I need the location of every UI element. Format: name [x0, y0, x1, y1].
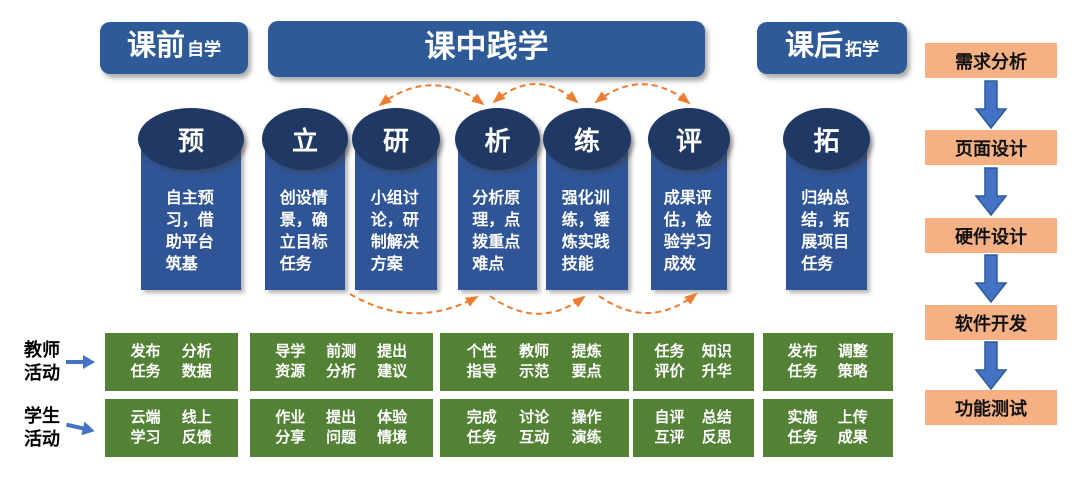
- teacher-box-ping: 任务评价 知识升华: [633, 333, 754, 391]
- activity-phrase: 提炼要点: [571, 342, 602, 380]
- header-in-class: 课中践学: [268, 21, 705, 77]
- activity-phrase: 导学资源: [275, 342, 306, 380]
- teacher-box-tuo: 发布任务 调整策略: [763, 333, 893, 391]
- pill-circle: 立: [262, 108, 348, 170]
- right-arrow-icon: [65, 355, 95, 369]
- student-box-xi-lian: 完成任务 讨论互动 操作演练: [440, 399, 629, 457]
- activity-phrase: 体验情境: [377, 408, 408, 446]
- pill-circle: 析: [455, 108, 540, 170]
- teacher-box-li-yan: 导学资源 前测分析 提出建议: [250, 333, 433, 391]
- student-activities-label: 学生活动: [24, 405, 60, 449]
- forward-arc-lian-ping: [598, 292, 698, 314]
- stage-pill-yan: 研 小组讨论，研制解决方案: [352, 108, 440, 290]
- stage-char: 预: [177, 125, 204, 156]
- activity-phrase: 线上反馈: [181, 408, 212, 446]
- student-box-tuo: 实施任务 上传成果: [763, 399, 893, 457]
- stage-pill-li: 立 创设情景，确立目标任务: [262, 108, 348, 290]
- activity-phrase: 任务评价: [654, 342, 685, 380]
- header-pre-class: 课前 自学: [100, 22, 248, 74]
- student-activities-label-group: 学生活动: [24, 399, 120, 457]
- activity-phrase: 云端学习: [130, 408, 161, 446]
- header-post-class: 课后 拓学: [757, 22, 907, 74]
- activity-phrase: 上传成果: [837, 408, 868, 446]
- teacher-activities-label: 教师活动: [24, 339, 60, 383]
- forward-arc-xi-lian: [489, 295, 586, 315]
- stage-char: 评: [675, 125, 702, 156]
- activity-phrase: 总结反思: [701, 408, 732, 446]
- flow-step-label: 硬件设计: [955, 226, 1027, 247]
- header-sub-text: 拓学: [845, 40, 879, 59]
- pill-circle: 研: [352, 108, 440, 170]
- down-arrow-icon: [974, 167, 1008, 217]
- activity-phrase: 发布任务: [130, 342, 161, 380]
- activity-phrase: 作业分享: [275, 408, 306, 446]
- activity-phrase: 教师示范: [519, 342, 550, 380]
- stage-pill-xi: 析 分析原理，点拨重点难点: [455, 108, 540, 290]
- down-arrow-icon: [974, 80, 1008, 130]
- flow-step-label: 功能测试: [955, 398, 1027, 419]
- feedback-arc-ping-lian: [594, 83, 691, 105]
- activity-phrase: 前测分析: [326, 342, 357, 380]
- down-arrow-icon: [974, 254, 1008, 304]
- teacher-box-xi-lian: 个性指导 教师示范 提炼要点: [440, 333, 629, 391]
- stage-desc: 归纳总结，拓展项目任务: [801, 190, 850, 274]
- flow-step-function-test: 功能测试: [925, 390, 1057, 425]
- stage-desc: 小组讨论，研制解决方案: [370, 190, 419, 274]
- feedback-arc-xi-yan: [378, 84, 485, 107]
- stage-pill-yu: 预 自主预习，借助平台筑基: [138, 108, 244, 290]
- stage-char: 练: [573, 125, 600, 156]
- flow-step-label: 页面设计: [955, 138, 1027, 159]
- stage-pill-lian: 练 强化训练，锤炼实践技能: [543, 108, 631, 290]
- activity-phrase: 完成任务: [466, 408, 497, 446]
- flow-step-hardware-design: 硬件设计: [925, 218, 1057, 253]
- stage-char: 拓: [813, 125, 840, 156]
- right-arrow-icon: [65, 421, 95, 436]
- stage-char: 研: [382, 125, 409, 156]
- stage-desc: 自主预习，借助平台筑基: [165, 190, 214, 274]
- feedback-arc-lian-xi: [492, 83, 579, 104]
- activity-phrase: 提出问题: [326, 408, 357, 446]
- flow-step-label: 需求分析: [955, 51, 1027, 72]
- stage-desc: 强化训练，锤炼实践技能: [561, 190, 610, 274]
- student-box-li-yan: 作业分享 提出问题 体验情境: [250, 399, 433, 457]
- stage-desc: 成果评估，检验学习成效: [663, 190, 712, 274]
- flow-step-requirements: 需求分析: [925, 43, 1057, 78]
- activity-phrase: 讨论互动: [519, 408, 550, 446]
- header-main-text: 课中践学: [424, 29, 549, 64]
- pill-circle: 拓: [783, 108, 870, 170]
- activity-phrase: 提出建议: [377, 342, 408, 380]
- activity-phrase: 自评互评: [654, 408, 685, 446]
- activity-phrase: 发布任务: [787, 342, 818, 380]
- activity-phrase: 个性指导: [466, 342, 497, 380]
- header-sub-text: 自学: [187, 40, 221, 59]
- student-box-ping: 自评互评 总结反思: [633, 399, 754, 457]
- teacher-box-pre: 发布任务 分析数据: [105, 333, 238, 391]
- stage-desc: 分析原理，点拨重点难点: [472, 190, 521, 274]
- pill-circle: 预: [138, 108, 244, 170]
- flow-step-software-dev: 软件开发: [925, 305, 1057, 340]
- teacher-activities-label-group: 教师活动: [24, 333, 120, 391]
- pill-circle: 评: [648, 108, 730, 170]
- down-arrow-icon: [974, 341, 1008, 391]
- stage-desc: 创设情景，确立目标任务: [279, 190, 328, 274]
- activity-phrase: 知识升华: [701, 342, 732, 380]
- activity-phrase: 操作演练: [571, 408, 602, 446]
- activity-phrase: 实施任务: [787, 408, 818, 446]
- stage-char: 立: [291, 125, 318, 156]
- flow-step-label: 软件开发: [955, 313, 1027, 334]
- stage-char: 析: [484, 125, 511, 156]
- activity-phrase: 分析数据: [181, 342, 212, 380]
- stage-pill-ping: 评 成果评估，检验学习成效: [648, 108, 730, 290]
- header-main-text: 课前: [126, 30, 185, 62]
- flow-step-page-design: 页面设计: [925, 130, 1057, 165]
- header-main-text: 课后: [784, 30, 843, 62]
- student-box-pre: 云端学习 线上反馈: [105, 399, 238, 457]
- forward-arc-yan-xi: [349, 293, 479, 315]
- activity-phrase: 调整策略: [837, 342, 868, 380]
- pill-circle: 练: [543, 108, 631, 170]
- stage-pill-tuo: 拓 归纳总结，拓展项目任务: [783, 108, 870, 290]
